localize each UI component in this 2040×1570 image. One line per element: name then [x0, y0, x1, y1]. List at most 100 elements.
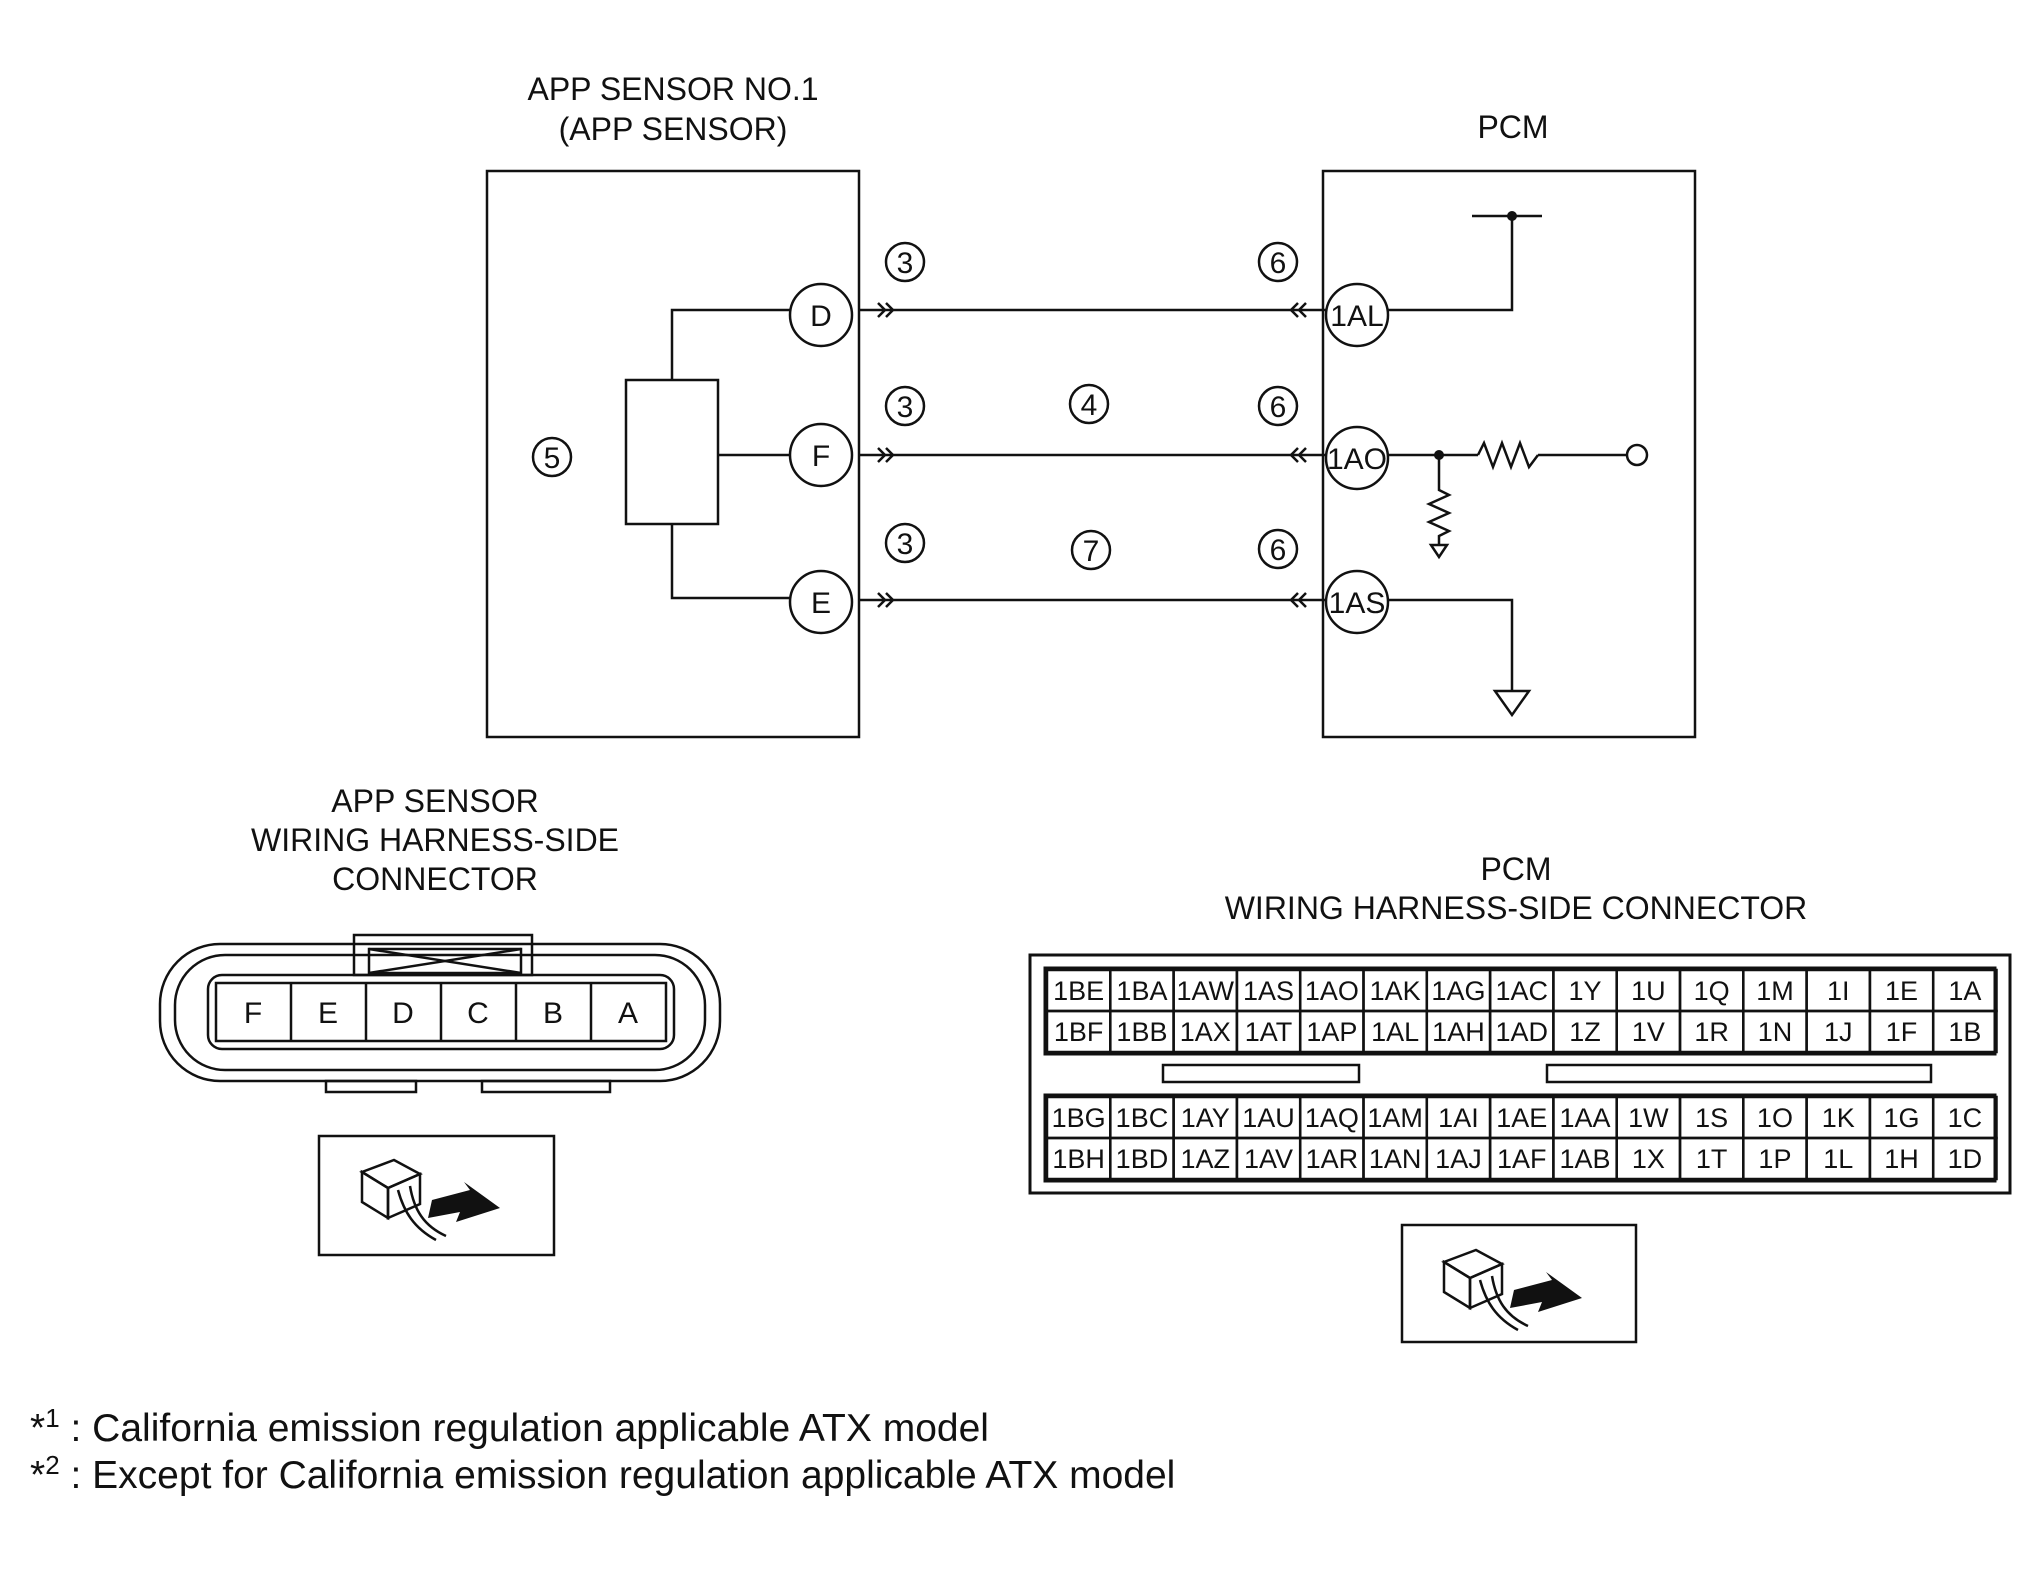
connector-chevrons: [877, 302, 1307, 608]
note-2-text: : Except for California emission regulat…: [70, 1454, 1176, 1497]
pcm-cell-label-1t: 1T: [1696, 1144, 1728, 1174]
ground-icon: [1492, 689, 1532, 718]
pcm-cell-label-1at: 1AT: [1245, 1017, 1293, 1047]
svg-text:D: D: [810, 300, 832, 333]
pcm-cell-label-1af: 1AF: [1497, 1144, 1547, 1174]
pcm-cell-label-1e: 1E: [1885, 976, 1918, 1006]
terminal-1as: 1AS: [1324, 569, 1390, 635]
pullup-resistor: [1476, 439, 1539, 471]
pcm-cell-label-1q: 1Q: [1694, 976, 1730, 1006]
sensor-element: [624, 378, 720, 526]
pcm-cell-label-1ak: 1AK: [1370, 976, 1421, 1006]
pulldown-ground-icon: [1428, 543, 1450, 560]
pcm-cell-label-1ac: 1AC: [1495, 976, 1548, 1006]
pcm-cell-label-1bb: 1BB: [1116, 1017, 1167, 1047]
pcm-cell-label-1ad: 1AD: [1495, 1017, 1548, 1047]
terminal-f: F: [788, 422, 854, 488]
1as-internal-wire: [1388, 598, 1514, 691]
pcm-cell-label-1u: 1U: [1631, 976, 1666, 1006]
pulldown-resistor: [1425, 455, 1453, 545]
circled-number-6-bottom: 6: [1257, 528, 1299, 570]
svg-text:3: 3: [897, 528, 914, 561]
note-2-sup: 2: [45, 1450, 60, 1480]
element-to-d-wire: [670, 308, 790, 380]
pcm-cell-label-1aa: 1AA: [1560, 1103, 1611, 1133]
svg-text:6: 6: [1270, 391, 1287, 424]
pcm-cell-label-1z: 1Z: [1569, 1017, 1601, 1047]
sensor-pin-d: D: [392, 997, 414, 1030]
pcm-cell-label-1bd: 1BD: [1116, 1144, 1169, 1174]
svg-text:3: 3: [897, 391, 914, 424]
terminal-1al: 1AL: [1324, 282, 1390, 348]
pcm-cell-label-1s: 1S: [1695, 1103, 1728, 1133]
pcm-cell-label-1y: 1Y: [1569, 976, 1602, 1006]
svg-text:7: 7: [1083, 535, 1100, 568]
sensor-pin-b: B: [543, 997, 563, 1030]
pcm-cell-label-1h: 1H: [1884, 1144, 1919, 1174]
pcm-cell-label-1i: 1I: [1827, 976, 1850, 1006]
pcm-cell-label-1au: 1AU: [1242, 1103, 1295, 1133]
sensor-connector-pin-labels: F E D C B A: [244, 997, 638, 1030]
circled-number-3-bottom: 3: [884, 522, 926, 564]
sensor-pin-a: A: [618, 997, 638, 1030]
circled-number-5: 5: [531, 436, 573, 478]
svg-text:6: 6: [1270, 534, 1287, 567]
sensor-connector-title-line1: APP SENSOR: [331, 783, 538, 819]
sensor-pin-e: E: [318, 997, 338, 1030]
pcm-cell-label-1ap: 1AP: [1306, 1017, 1357, 1047]
pcm-cell-label-1am: 1AM: [1367, 1103, 1423, 1133]
sensor-connector-title-line2: WIRING HARNESS-SIDE: [251, 822, 619, 858]
svg-text:1AL: 1AL: [1330, 300, 1383, 333]
pcm-connector-title-line2: WIRING HARNESS-SIDE CONNECTOR: [1225, 890, 1808, 926]
pcm-cell-label-1an: 1AN: [1369, 1144, 1422, 1174]
pcm-cell-label-1aj: 1AJ: [1435, 1144, 1482, 1174]
pcm-cell-label-1g: 1G: [1884, 1103, 1920, 1133]
pcm-cell-label-1n: 1N: [1758, 1017, 1793, 1047]
pcm-cell-label-1b: 1B: [1948, 1017, 1981, 1047]
sensor-connector: [158, 933, 722, 1094]
sensor-pin-c: C: [467, 997, 489, 1030]
sensor-title-line1: APP SENSOR NO.1: [527, 71, 818, 107]
svg-text:4: 4: [1081, 389, 1098, 422]
pcm-cell-label-1w: 1W: [1628, 1103, 1669, 1133]
pcm-cell-1b: [1931, 1009, 1998, 1054]
pcm-harness-side-view-icon: [1400, 1223, 1638, 1344]
sensor-connector-title-line3: CONNECTOR: [332, 861, 538, 897]
pcm-connector-title-line1: PCM: [1480, 851, 1551, 887]
svg-text:1AS: 1AS: [1329, 587, 1386, 620]
terminal-d: D: [788, 282, 854, 348]
pcm-cell-label-1ah: 1AH: [1432, 1017, 1485, 1047]
note-1-text: : California emission regulation applica…: [70, 1407, 989, 1450]
pcm-cell-label-1as: 1AS: [1243, 976, 1294, 1006]
pcm-cell-label-1aq: 1AQ: [1305, 1103, 1359, 1133]
pcm-cell-label-1ba: 1BA: [1116, 976, 1167, 1006]
pcm-cell-label-1o: 1O: [1757, 1103, 1793, 1133]
pcm-cell-label-1ar: 1AR: [1306, 1144, 1359, 1174]
pcm-cell-label-1ay: 1AY: [1181, 1103, 1230, 1133]
pcm-cell-label-1d: 1D: [1948, 1144, 1983, 1174]
supply-terminal: [1625, 443, 1649, 467]
pcm-cell-label-1ab: 1AB: [1560, 1144, 1611, 1174]
circled-number-6-top: 6: [1257, 241, 1299, 283]
pcm-connector-slot-right: [1545, 1063, 1933, 1084]
pcm-cell-label-1al: 1AL: [1371, 1017, 1419, 1047]
svg-text:1AO: 1AO: [1327, 443, 1387, 476]
note-1-mark: *: [30, 1407, 46, 1450]
pcm-cell-label-1bh: 1BH: [1052, 1144, 1105, 1174]
pcm-cell-1d: [1931, 1136, 1998, 1181]
circled-number-6-mid: 6: [1257, 385, 1299, 427]
sensor-title-line2: (APP SENSOR): [559, 111, 788, 147]
pcm-cell-label-1v: 1V: [1632, 1017, 1665, 1047]
note-2: *2 : Except for California emission regu…: [30, 1450, 1175, 1498]
pcm-cell-label-1x: 1X: [1632, 1144, 1665, 1174]
terminal-1ao: 1AO: [1324, 425, 1390, 491]
pcm-cell-label-1aw: 1AW: [1176, 976, 1234, 1006]
pcm-cell-label-1ag: 1AG: [1431, 976, 1485, 1006]
pcm-cell-label-1be: 1BE: [1053, 976, 1104, 1006]
circled-number-3-top: 3: [884, 241, 926, 283]
note-1: *1 : California emission regulation appl…: [30, 1403, 989, 1451]
svg-text:F: F: [812, 440, 830, 473]
pcm-cell-label-1c: 1C: [1948, 1103, 1983, 1133]
